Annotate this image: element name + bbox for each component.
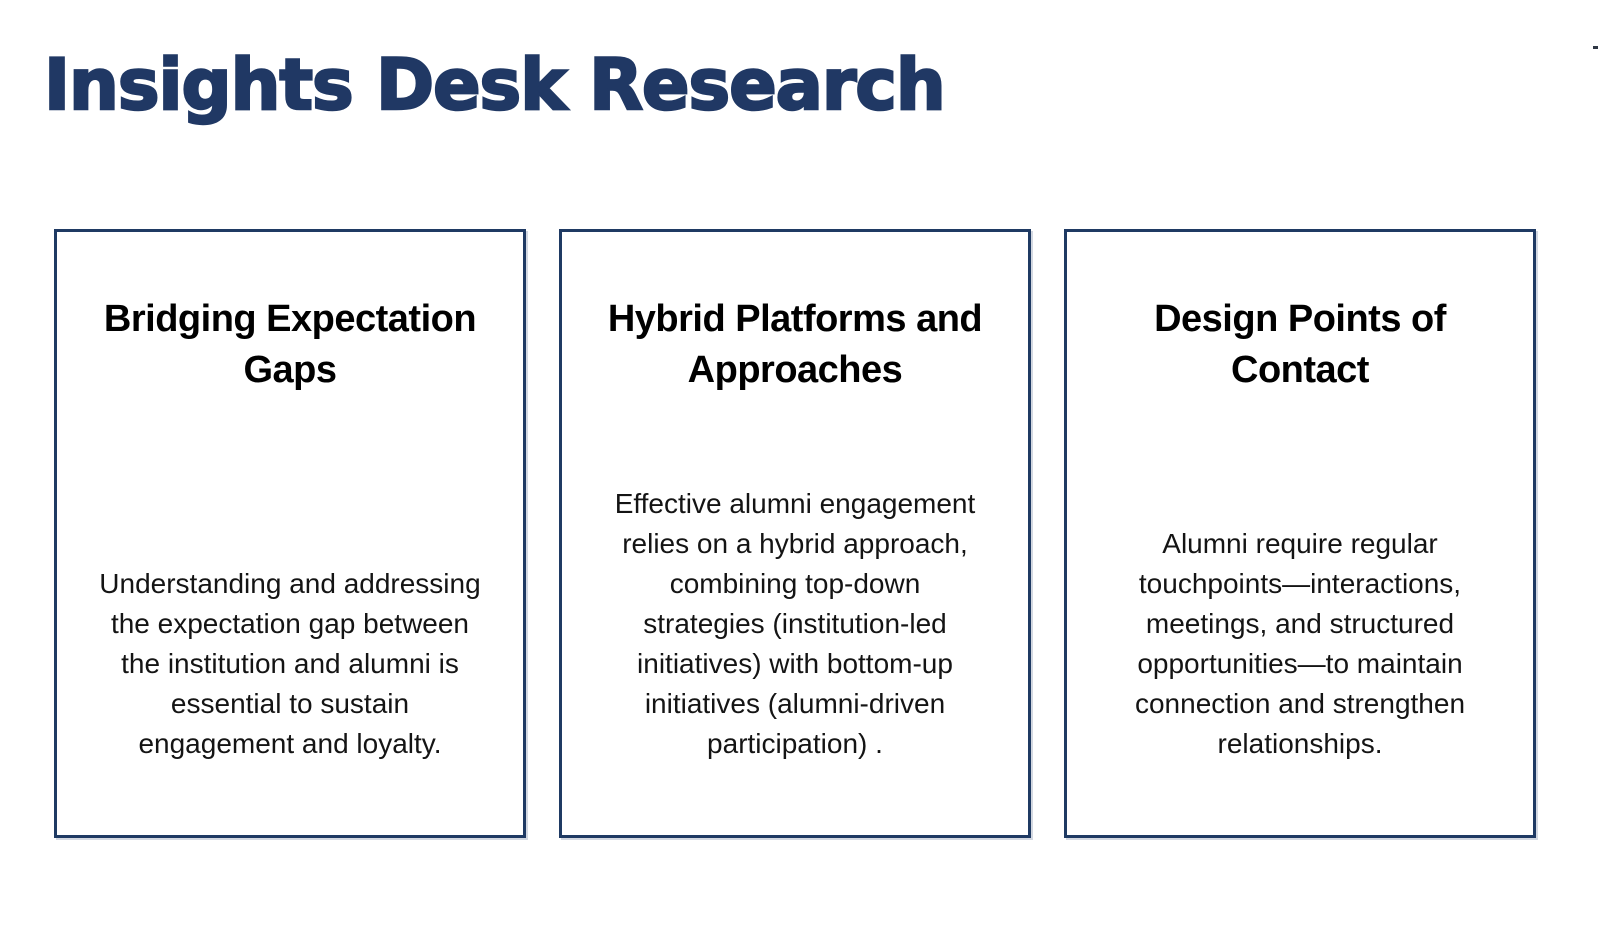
card-bridging-expectation-gaps: Bridging Expectation Gaps Understanding … — [54, 229, 526, 838]
cards-row: Bridging Expectation Gaps Understanding … — [54, 229, 1536, 838]
corner-artifact — [1593, 46, 1598, 49]
card-heading: Hybrid Platforms and Approaches — [607, 298, 983, 391]
card-body: Understanding and addressing the expecta… — [99, 568, 481, 759]
card-body: Alumni require regular touchpoints—inter… — [1134, 528, 1466, 759]
slide: Insights Desk Research Bridging Expectat… — [0, 44, 1598, 942]
card-heading: Bridging Expectation Gaps — [103, 298, 477, 391]
card-body: Effective alumni engagement relies on a … — [614, 488, 976, 759]
page-title: Insights Desk Research — [43, 44, 947, 126]
card-hybrid-platforms-approaches: Hybrid Platforms and Approaches Effectiv… — [559, 229, 1031, 838]
card-heading: Design Points of Contact — [1154, 298, 1446, 391]
card-design-points-of-contact: Design Points of Contact Alumni require … — [1064, 229, 1536, 838]
